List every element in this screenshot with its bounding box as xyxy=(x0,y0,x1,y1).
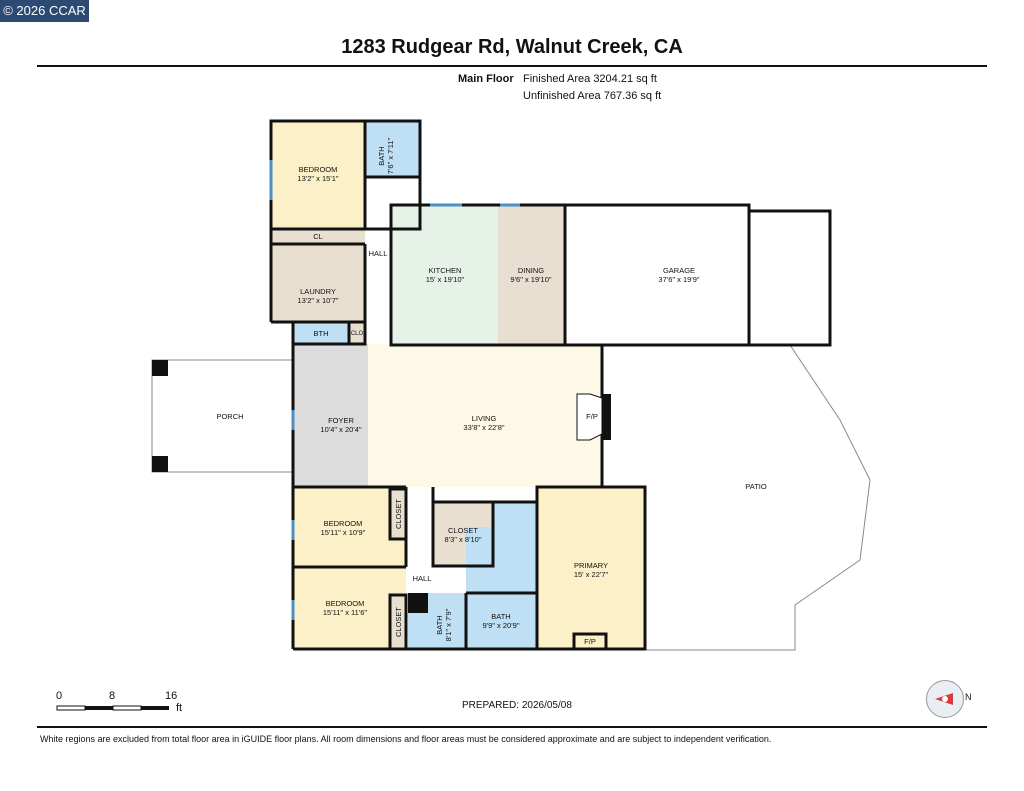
room-name: DINING xyxy=(518,266,544,275)
room-name: BATH xyxy=(491,612,510,621)
room-name: F/P xyxy=(586,412,598,421)
room-dims: 37'6" x 19'9" xyxy=(658,275,699,284)
scale-tick: 8 xyxy=(109,690,116,702)
room-name: FOYER xyxy=(328,416,354,425)
room-name: CLO xyxy=(351,331,364,337)
walls xyxy=(269,119,832,651)
bth-fill xyxy=(293,322,349,344)
room-name: CLOSET xyxy=(448,526,478,535)
room-dims: 9'9" x 20'9" xyxy=(483,621,520,630)
room-name: CL xyxy=(313,232,323,241)
floor-name: Main Floor xyxy=(458,73,514,85)
bath-s2-fill xyxy=(466,527,537,649)
room-name: BEDROOM xyxy=(324,519,363,528)
room-dims: 15' x 19'10" xyxy=(426,275,465,284)
room-name: GARAGE xyxy=(663,266,695,275)
bath-top-fill xyxy=(493,502,537,527)
room-name: HALL xyxy=(369,249,388,258)
room-name: BEDROOM xyxy=(326,599,365,608)
finished-area: Finished Area 3204.21 sq ft xyxy=(523,73,657,85)
scale-tick: 0 xyxy=(56,690,63,702)
bedroom-sw1-fill xyxy=(293,487,406,567)
room-name: CLOSET xyxy=(394,607,403,637)
footer-divider xyxy=(37,726,987,728)
room-name: PRIMARY xyxy=(574,561,608,570)
scale-seg xyxy=(56,705,86,711)
bedroom-sw2-fill xyxy=(293,567,406,649)
unfinished-area: Unfinished Area 767.36 sq ft xyxy=(523,90,662,102)
room-name: F/P xyxy=(584,637,596,646)
room-name: LAUNDRY xyxy=(300,287,336,296)
room-name: LIVING xyxy=(472,414,497,423)
room-name: PATIO xyxy=(745,482,767,491)
room-dims: 15'11" x 10'9" xyxy=(321,528,366,537)
room-name: HALL xyxy=(413,574,432,583)
room-dims: 7'6" x 7'11" xyxy=(386,137,395,174)
disclaimer-text: White regions are excluded from total fl… xyxy=(40,734,772,744)
scale-seg xyxy=(141,706,169,710)
closet-sw1-fill xyxy=(390,489,406,539)
laundry-fill xyxy=(271,244,365,322)
copyright-badge: © 2026 CCAR xyxy=(0,0,89,22)
scale-seg xyxy=(112,705,142,711)
room-name: CLOSET xyxy=(394,499,403,529)
fireplace-box xyxy=(602,394,611,440)
porch-area xyxy=(151,359,293,473)
room-name: KITCHEN xyxy=(429,266,462,275)
dining-fill xyxy=(498,205,565,345)
page-title: 1283 Rudgear Rd, Walnut Creek, CA xyxy=(341,36,683,58)
scale-tick: 16 xyxy=(165,690,178,702)
living-fill xyxy=(368,344,602,487)
room-name: BEDROOM xyxy=(299,165,338,174)
compass-icon xyxy=(926,680,964,718)
bath-nw-fill xyxy=(365,121,420,177)
room-dims: 8'3" x 8'10" xyxy=(445,535,482,544)
closet-sw2-fill xyxy=(390,595,406,649)
room-dims: 10'4" x 20'4" xyxy=(320,425,361,434)
porch-post xyxy=(152,456,168,472)
windows xyxy=(269,160,520,620)
chimney-block xyxy=(408,593,428,613)
foyer-fill xyxy=(293,344,368,487)
patio-outline xyxy=(602,344,871,651)
room-name: BTH xyxy=(314,329,329,338)
room-name: BATH xyxy=(435,615,444,634)
porch-post xyxy=(152,360,168,376)
room-dims: 33'8" x 22'8" xyxy=(463,423,504,432)
room-dims: 9'6" x 19'10" xyxy=(510,275,551,284)
room-dims: 15' x 22'7" xyxy=(574,570,609,579)
room-name: PORCH xyxy=(216,412,243,421)
compass-north-label: N xyxy=(965,692,972,702)
scale-unit: ft xyxy=(176,702,183,714)
title-divider xyxy=(37,65,987,67)
room-dims: 8'1" x 7'9" xyxy=(444,608,453,641)
room-dims: 15'11" x 11'6" xyxy=(323,608,368,617)
primary-fill xyxy=(537,487,645,649)
prepared-date: PREPARED: 2026/05/08 xyxy=(462,700,572,711)
room-dims: 13'2" x 15'1" xyxy=(297,174,338,183)
bedroom-nw-fill xyxy=(271,121,365,229)
scale-seg xyxy=(85,706,113,710)
clo-fill xyxy=(349,322,365,344)
room-name: BATH xyxy=(377,146,386,165)
room-dims: 13'2" x 10'7" xyxy=(297,296,338,305)
cl-fill xyxy=(271,229,365,244)
